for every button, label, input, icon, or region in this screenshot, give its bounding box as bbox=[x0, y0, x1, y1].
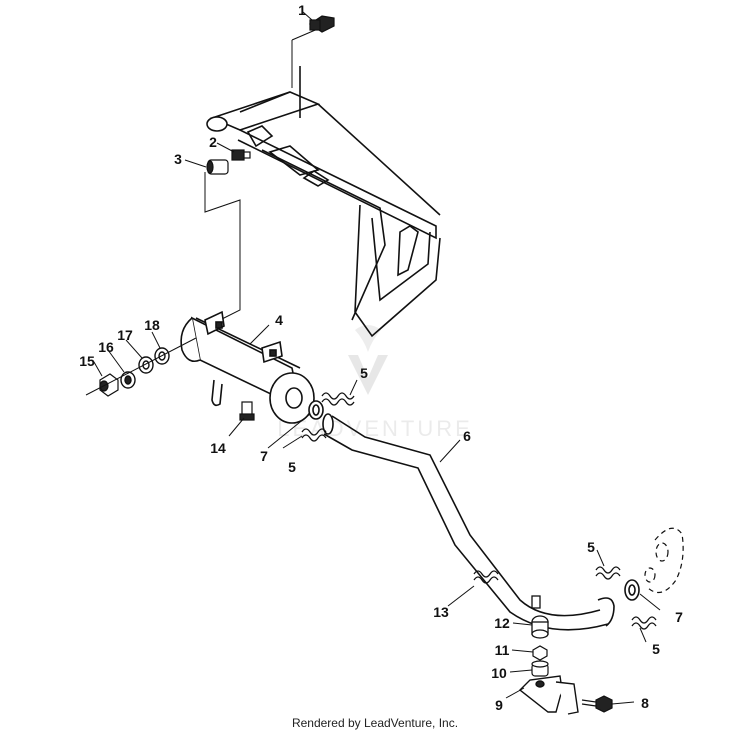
part-2-stud bbox=[231, 149, 251, 161]
part-1-bolt bbox=[308, 15, 335, 33]
part-5-spring-right-upper bbox=[595, 566, 621, 580]
callout-10: 10 bbox=[491, 665, 507, 681]
part-7-gasket-left bbox=[308, 400, 324, 420]
part-15-nut bbox=[99, 373, 119, 397]
callout-17: 17 bbox=[117, 327, 133, 343]
part-11-nut bbox=[532, 645, 548, 661]
callout-6: 6 bbox=[463, 428, 471, 444]
watermark-logo bbox=[348, 355, 388, 395]
callout-3: 3 bbox=[174, 151, 182, 167]
callout-9: 9 bbox=[495, 697, 503, 713]
callout-4: 4 bbox=[275, 312, 283, 328]
callout-7-b: 7 bbox=[675, 609, 683, 625]
part-10-bushing bbox=[531, 660, 549, 677]
callout-5-d: 5 bbox=[652, 641, 660, 657]
part-14-drain-bolt bbox=[239, 401, 255, 421]
part-13-spring bbox=[473, 570, 499, 584]
callout-13: 13 bbox=[433, 604, 449, 620]
callout-5-b: 5 bbox=[288, 459, 296, 475]
part-6-head-pipe bbox=[322, 413, 615, 631]
callout-12: 12 bbox=[494, 615, 510, 631]
render-credit: Rendered by LeadVenture, Inc. bbox=[291, 716, 459, 730]
part-8-bolt bbox=[581, 695, 613, 713]
part-3-spacer bbox=[206, 159, 229, 175]
part-9-bracket bbox=[518, 675, 579, 715]
callout-8: 8 bbox=[641, 695, 649, 711]
engine-outline bbox=[644, 527, 684, 594]
callout-14: 14 bbox=[210, 440, 226, 456]
callout-leaders bbox=[93, 11, 661, 705]
callout-11: 11 bbox=[495, 642, 510, 658]
callout-18: 18 bbox=[144, 317, 160, 333]
callout-5-c: 5 bbox=[587, 539, 595, 555]
callout-15: 15 bbox=[79, 353, 95, 369]
callout-5-a: 5 bbox=[360, 365, 368, 381]
callouts: 1 2 3 4 5 5 5 5 6 7 7 8 9 10 11 12 13 14… bbox=[79, 2, 683, 713]
part-12-rubber-mount bbox=[531, 595, 549, 639]
part-17-washer bbox=[138, 356, 154, 374]
part-16-lock-washer bbox=[120, 371, 136, 389]
callout-1: 1 bbox=[298, 2, 306, 18]
part-5-spring-right-lower bbox=[631, 616, 657, 630]
part-7-gasket-right bbox=[624, 579, 640, 601]
part-5-spring-upper bbox=[321, 392, 355, 406]
callout-7-a: 7 bbox=[260, 448, 268, 464]
callout-16: 16 bbox=[98, 339, 114, 355]
chassis-frame bbox=[206, 66, 441, 338]
part-5-spring-lower bbox=[301, 428, 327, 442]
part-4-muffler bbox=[180, 310, 315, 424]
callout-2: 2 bbox=[209, 134, 217, 150]
